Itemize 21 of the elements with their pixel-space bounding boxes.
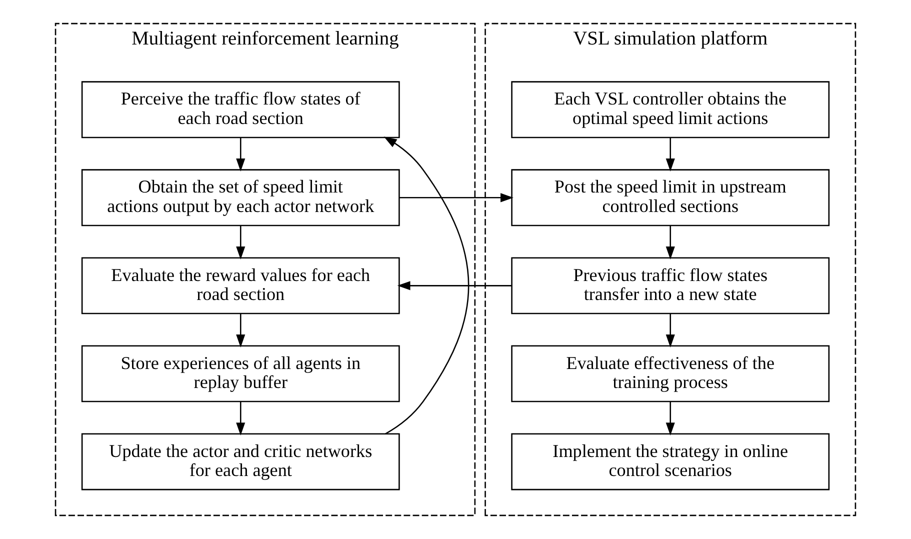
arrow [666,226,675,260]
arrow [399,193,514,202]
arrow [666,138,675,172]
node-box: Each VSL controller obtains the optimal speed limit actions [511,81,830,138]
arrow [236,226,246,260]
node-box: Post the speed limit in upstream controlled sections [511,169,830,226]
arrow [236,314,246,348]
node-box: Implement the strategy in online control scenarios [511,433,830,490]
node-box: Evaluate effectiveness of the training process [511,345,830,402]
node-box: Store experiences of all agents in replay buffer [81,345,400,402]
node-box: Previous traffic flow states transfer into a new state [511,257,830,314]
node-box: Perceive the traffic flow states of each road section [81,81,400,138]
arrow [397,281,512,290]
arrow [236,138,246,172]
arrow [384,136,470,434]
node-box: Update the actor and critic networks for each agent [81,433,400,490]
node-box: Evaluate the reward values for each road section [81,257,400,314]
arrow [666,314,675,348]
arrow [666,402,675,436]
arrow [236,402,246,436]
node-box: Obtain the set of speed limit actions output by each actor network [81,169,400,226]
